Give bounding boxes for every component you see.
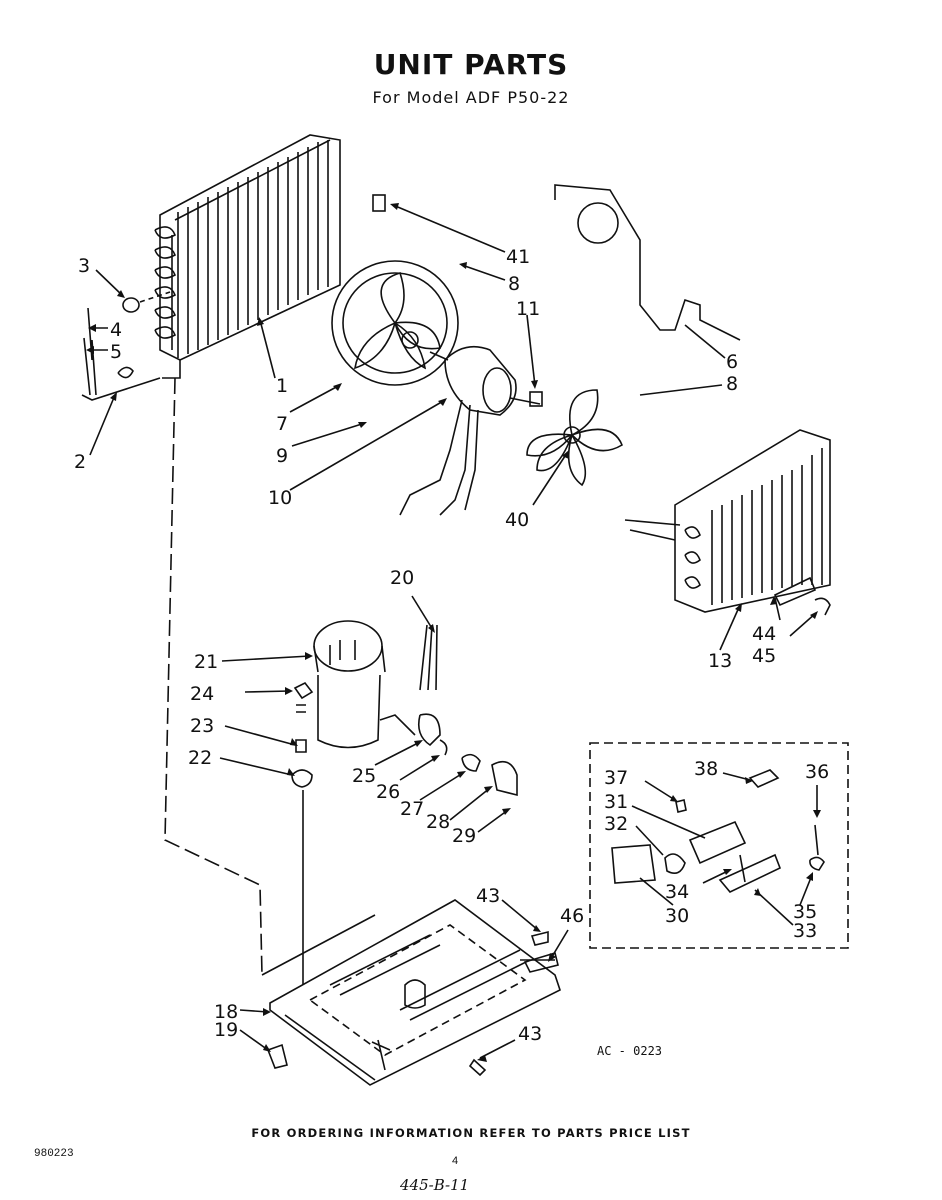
callout-35: 35 xyxy=(793,901,817,923)
callout-21: 21 xyxy=(194,651,218,673)
model-subtitle: For Model ADF P50-22 xyxy=(372,88,570,107)
callout-34: 34 xyxy=(665,881,689,903)
callout-28: 28 xyxy=(426,811,450,833)
callout-18: 18 xyxy=(214,1001,238,1023)
callout-2: 2 xyxy=(74,451,86,473)
callout-10: 10 xyxy=(268,487,292,509)
fan-motor-drawing xyxy=(399,345,543,516)
doc-number: 980223 xyxy=(34,1148,74,1160)
callout-37: 37 xyxy=(604,767,628,789)
callout-9: 9 xyxy=(276,445,288,467)
callout-43-bottom: 43 xyxy=(518,1023,542,1045)
callout-7: 7 xyxy=(276,413,288,435)
evaporator-coil-drawing xyxy=(624,429,831,613)
callout-5: 5 xyxy=(110,341,122,363)
callout-31: 31 xyxy=(604,791,628,813)
callout-25: 25 xyxy=(352,765,376,787)
callout-45: 45 xyxy=(752,645,776,667)
callout-13: 13 xyxy=(708,650,732,672)
callout-43-top: 43 xyxy=(476,885,500,907)
page-number: 4 xyxy=(452,1155,459,1167)
callout-32: 32 xyxy=(604,813,628,835)
callout-36: 36 xyxy=(805,761,829,783)
drawing-code: AC - 0223 xyxy=(597,1044,662,1058)
blower-wheel-drawing xyxy=(526,389,623,487)
base-pan-drawing xyxy=(269,899,561,1086)
callout-4: 4 xyxy=(110,319,122,341)
callout-8-right: 8 xyxy=(726,373,738,395)
callout-8-top: 8 xyxy=(508,273,520,295)
callout-41: 41 xyxy=(506,246,530,268)
callout-3: 3 xyxy=(78,255,90,277)
callout-26: 26 xyxy=(376,781,400,803)
callout-19: 19 xyxy=(214,1019,238,1041)
page-title: UNIT PARTS xyxy=(373,48,569,81)
callout-27: 27 xyxy=(400,798,424,820)
callout-6: 6 xyxy=(726,351,738,373)
ordering-note: FOR ORDERING INFORMATION REFER TO PARTS … xyxy=(251,1126,691,1140)
callout-46: 46 xyxy=(560,905,584,927)
callout-44: 44 xyxy=(752,623,776,645)
condenser-coil-drawing xyxy=(154,134,341,379)
callout-40: 40 xyxy=(505,509,529,531)
callout-23: 23 xyxy=(190,715,214,737)
callout-22: 22 xyxy=(188,747,212,769)
callout-24: 24 xyxy=(190,683,214,705)
handwritten-note: 445-B-11 xyxy=(400,1176,470,1194)
callout-33: 33 xyxy=(793,920,817,942)
callout-11: 11 xyxy=(516,298,540,320)
compressor-drawing xyxy=(313,620,416,749)
callout-1: 1 xyxy=(276,375,288,397)
callout-30: 30 xyxy=(665,905,689,927)
fan-shroud-drawing xyxy=(331,260,459,386)
callout-29: 29 xyxy=(452,825,476,847)
callout-20: 20 xyxy=(390,567,414,589)
callout-38: 38 xyxy=(694,758,718,780)
